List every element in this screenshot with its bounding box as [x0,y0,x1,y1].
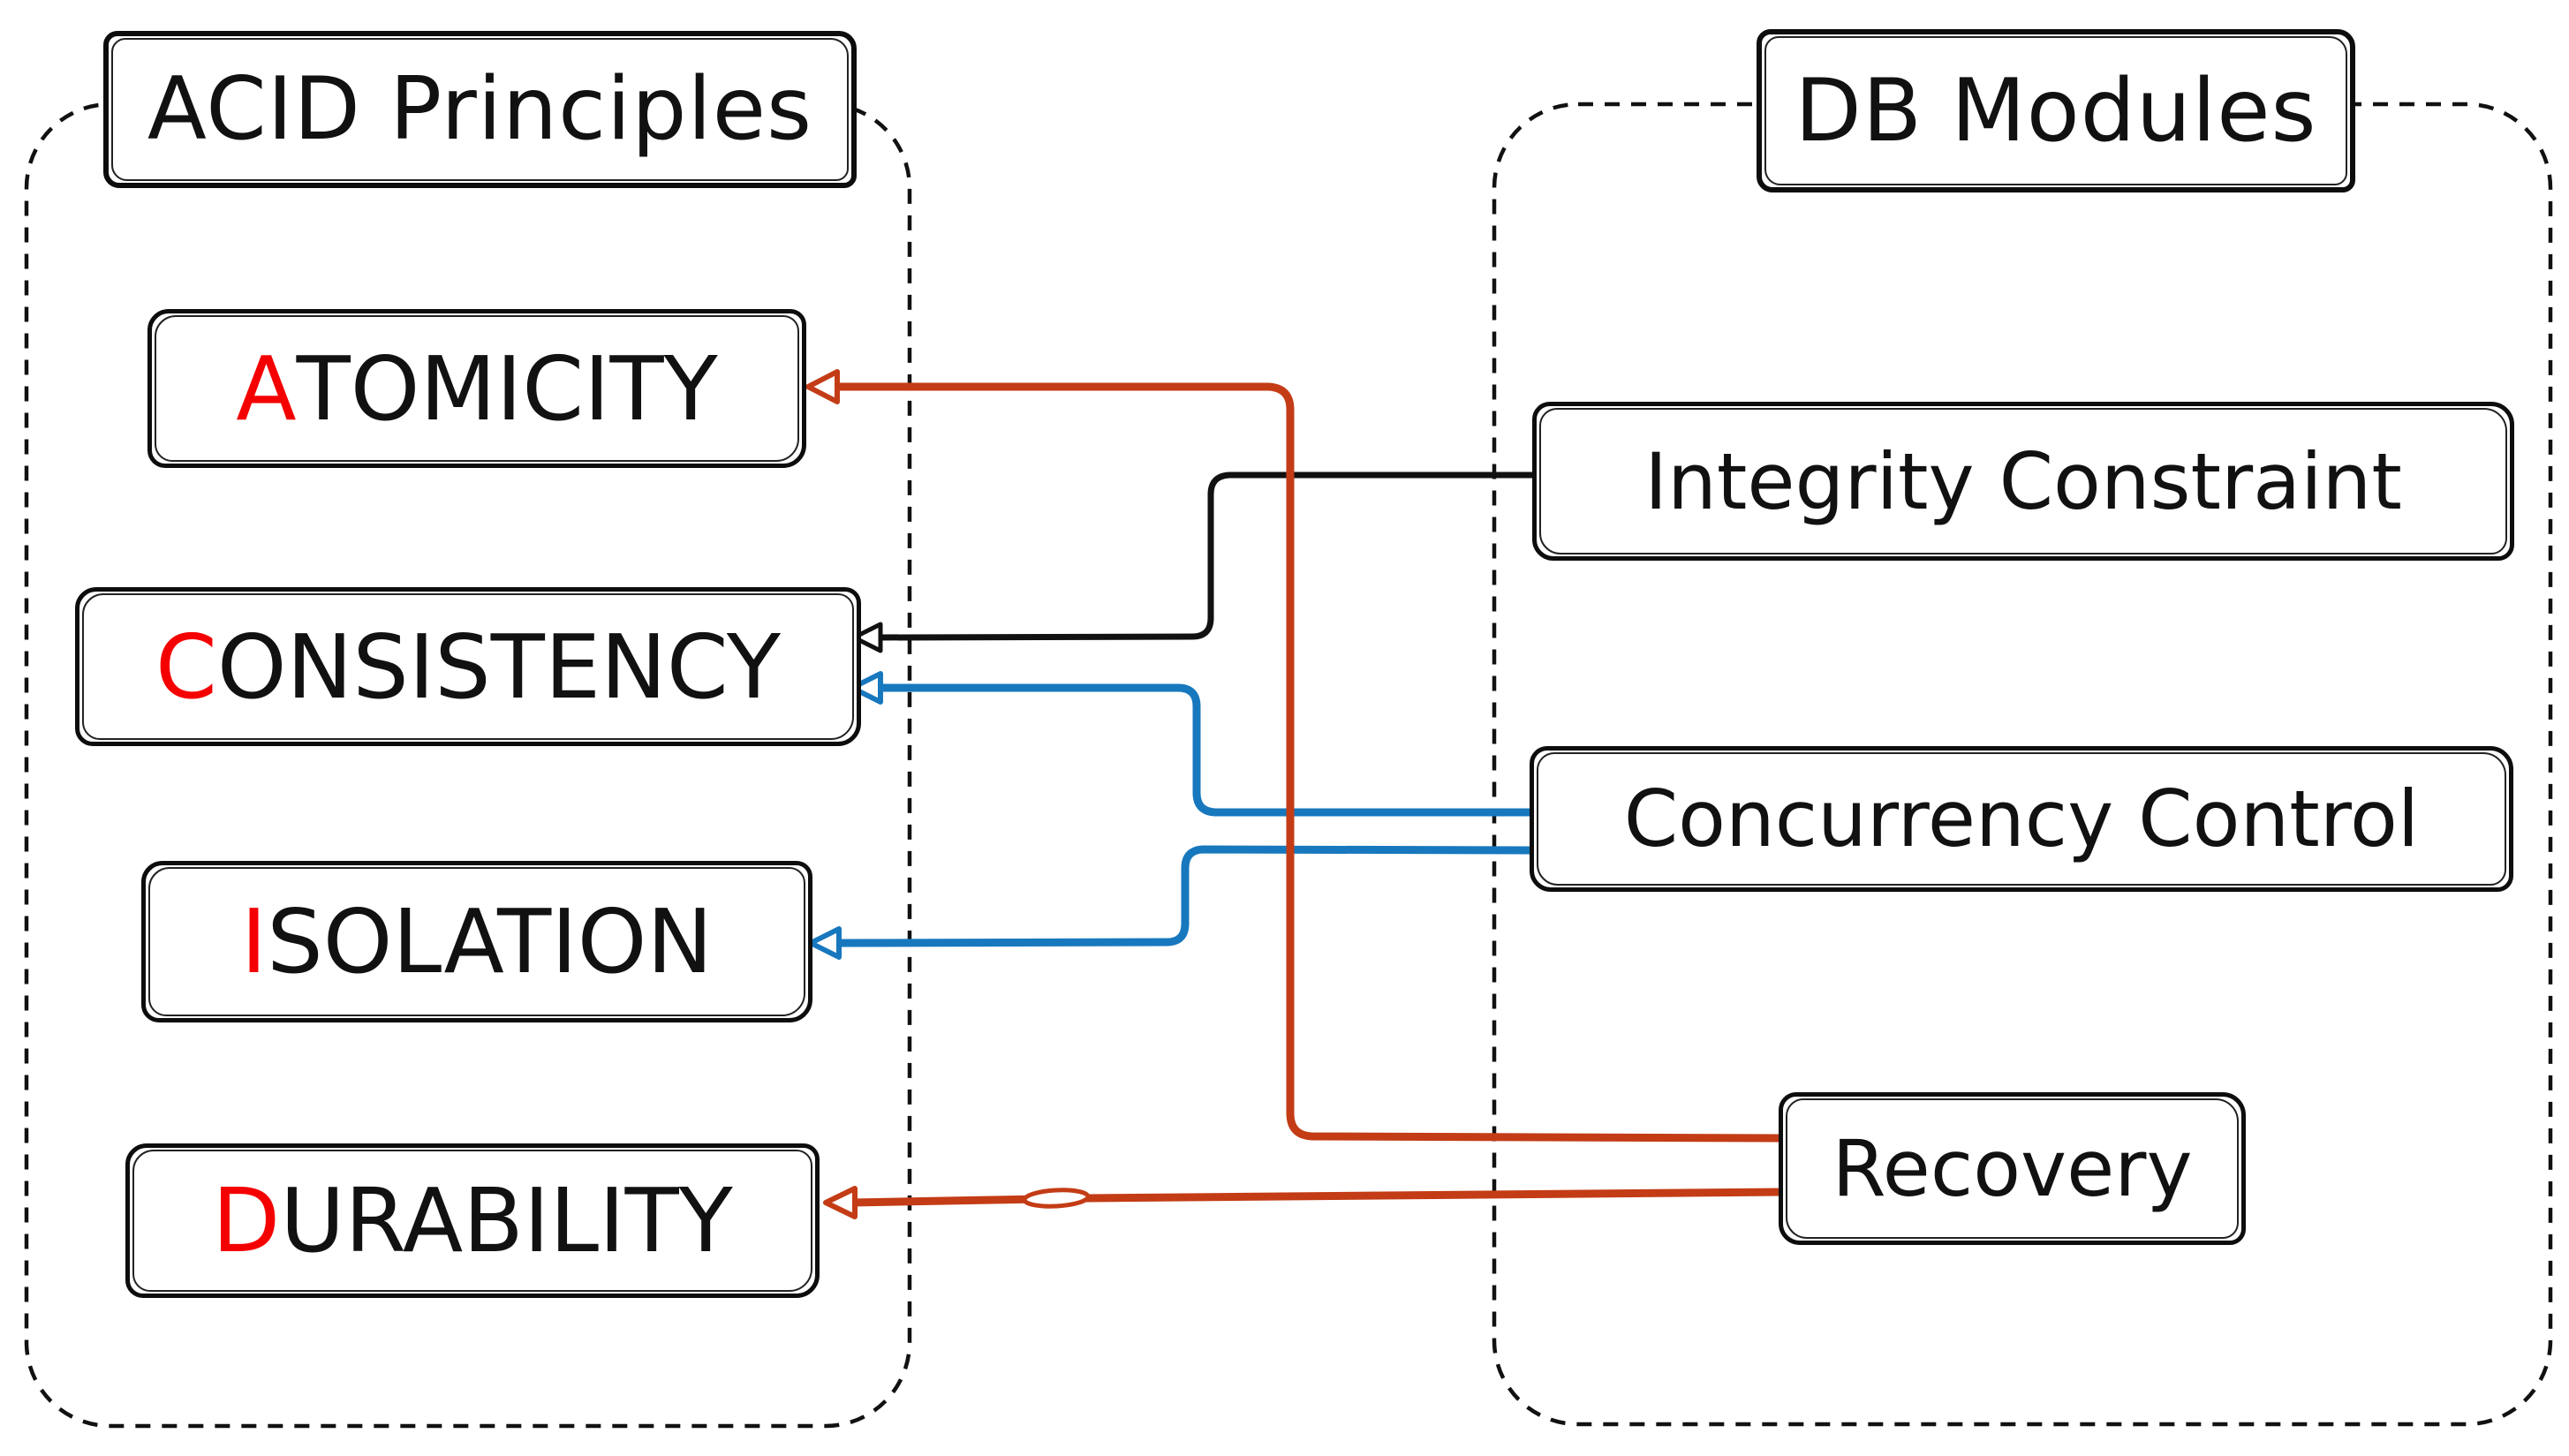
node-concurrency-control: Concurrency Control [1530,746,2513,892]
arrowhead-durability-red [823,1186,858,1219]
integrity-constraint-label: Integrity Constraint [1644,435,2402,527]
isolation-highlight-letter: I [240,890,268,993]
arrowhead-consistency-blue [850,671,883,705]
consistency-label: ONSISTENCY [216,615,781,719]
node-integrity-constraint: Integrity Constraint [1532,402,2514,561]
recovery-label: Recovery [1832,1123,2193,1214]
arrowhead-atomicity-red [805,369,840,404]
acid-principles-title-label: ACID Principles [147,59,813,160]
arrowhead-consistency-black [851,622,883,653]
edge-recovery-to-atomicity [830,382,1785,1143]
concurrency-control-label: Concurrency Control [1623,773,2420,864]
acid-principles-title: ACID Principles [103,31,857,188]
edge-recovery-to-durability [848,1188,1785,1207]
atomicity-highlight-letter: A [236,336,297,441]
sketch-loop [1022,1188,1091,1209]
arrowhead-isolation-blue [808,926,842,960]
durability-highlight-letter: D [212,1169,281,1272]
node-recovery: Recovery [1779,1092,2246,1245]
db-modules-container-border [1492,102,2553,1427]
db-modules-title-label: DB Modules [1795,60,2317,162]
atomicity-label: TOMICITY [296,336,718,441]
edge-integrity-to-consistency [874,472,1538,641]
db-modules-title: DB Modules [1757,29,2355,192]
edge-concurrency-to-consistency [873,683,1536,817]
isolation-label: SOLATION [267,890,714,993]
edge-concurrency-to-isolation [832,845,1536,947]
consistency-highlight-letter: C [155,615,217,719]
durability-label: URABILITY [280,1169,733,1272]
